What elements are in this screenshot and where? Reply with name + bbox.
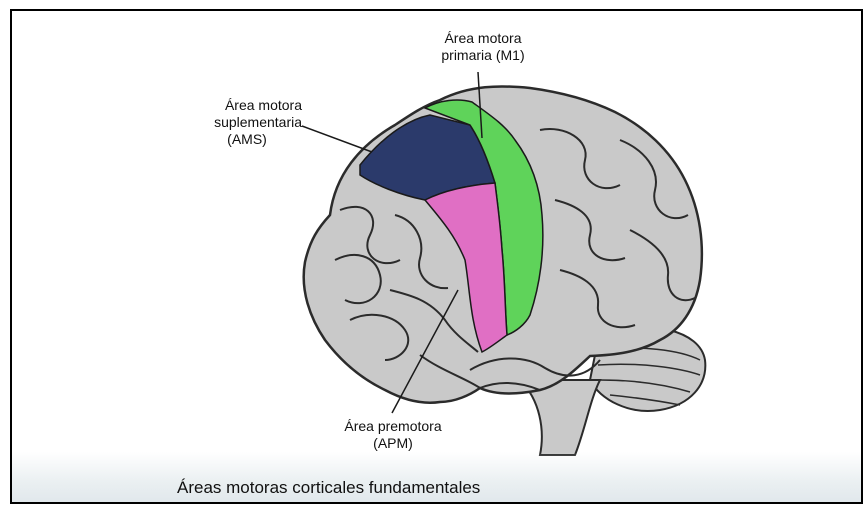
ams-label: Área motora suplementaria (AMS)	[162, 97, 302, 148]
ams-label-line1: Área motora	[162, 97, 302, 114]
m1-label-line1: Área motora	[408, 30, 558, 47]
m1-label: Área motora primaria (M1)	[408, 30, 558, 64]
apm-label-line2: (APM)	[318, 435, 468, 452]
apm-label: Área premotora (APM)	[318, 418, 468, 452]
m1-label-line2: primaria (M1)	[408, 47, 558, 64]
apm-label-line1: Área premotora	[318, 418, 468, 435]
figure-caption: Áreas motoras corticales fundamentales	[177, 478, 480, 498]
ams-label-line3: (AMS)	[162, 131, 302, 148]
ams-label-line2: suplementaria	[162, 114, 302, 131]
